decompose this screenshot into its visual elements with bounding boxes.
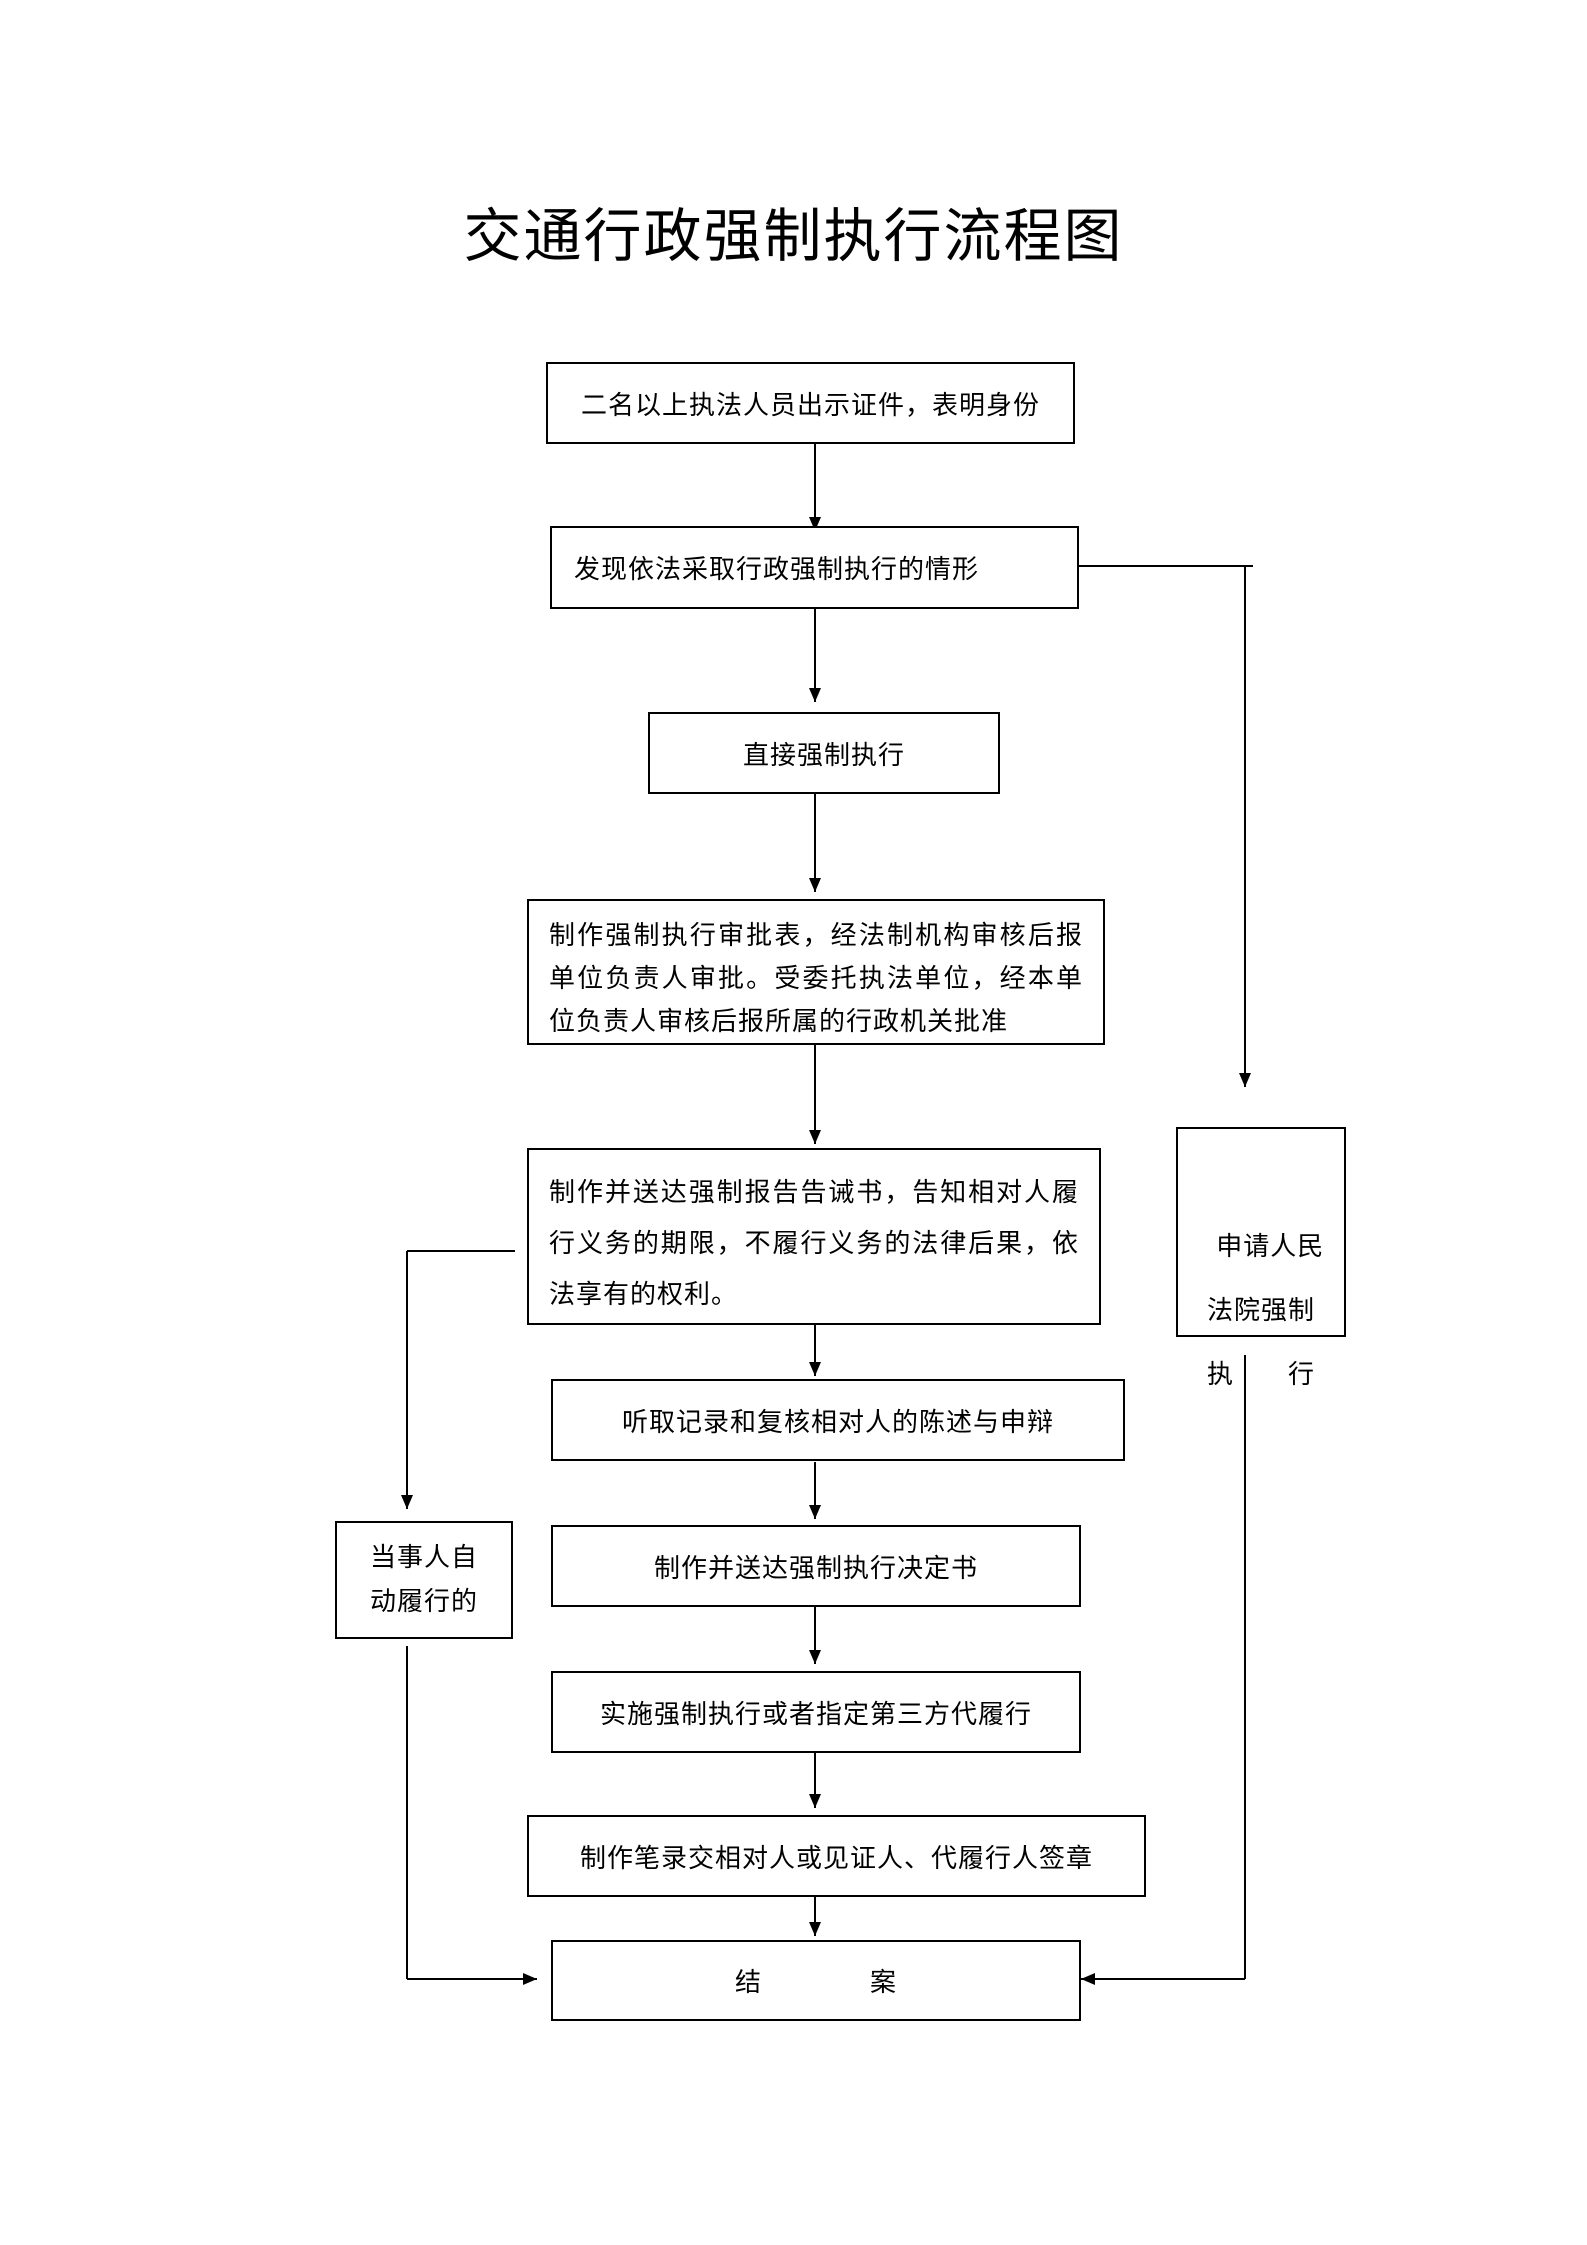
step-record: 制作笔录交相对人或见证人、代履行人签章 — [527, 1815, 1146, 1897]
step-show-id: 二名以上执法人员出示证件，表明身份 — [546, 362, 1075, 444]
step-direct-text: 直接强制执行 — [742, 740, 905, 771]
page-title: 交通行政强制执行流程图 — [463, 202, 1124, 270]
court-enforcement-text: 申请人民 法院强制 执 行 — [1206, 1232, 1325, 1390]
step-close-text: 结 案 — [734, 1968, 897, 1998]
step-decision-text: 制作并送达强制执行决定书 — [653, 1553, 978, 1584]
step-notice: 制作并送达强制报告告诫书，告知相对人履行义务的期限，不履行义务的法律后果，依法享… — [527, 1148, 1101, 1325]
step-approval-text: 制作强制执行审批表，经法制机构审核后报单位负责人审批。受委托执法单位，经本单位负… — [549, 921, 1083, 1037]
step-implement-text: 实施强制执行或者指定第三方代履行 — [599, 1699, 1032, 1730]
step-discover: 发现依法采取行政强制执行的情形 — [550, 526, 1079, 609]
step-decision: 制作并送达强制执行决定书 — [551, 1525, 1081, 1607]
step-hearing: 听取记录和复核相对人的陈述与申辩 — [551, 1379, 1125, 1461]
step-record-text: 制作笔录交相对人或见证人、代履行人签章 — [579, 1843, 1093, 1874]
step-discover-text: 发现依法采取行政强制执行的情形 — [574, 555, 980, 585]
step-notice-text: 制作并送达强制报告告诫书，告知相对人履行义务的期限，不履行义务的法律后果，依法享… — [549, 1178, 1079, 1310]
step-direct: 直接强制执行 — [648, 712, 1000, 794]
step-hearing-text: 听取记录和复核相对人的陈述与申辩 — [621, 1407, 1054, 1438]
step-approval: 制作强制执行审批表，经法制机构审核后报单位负责人审批。受委托执法单位，经本单位负… — [527, 899, 1105, 1045]
step-close: 结 案 — [551, 1940, 1081, 2021]
self-perform-box: 当事人自 动履行的 — [335, 1521, 513, 1639]
court-enforcement-box: 申请人民 法院强制 执 行 — [1176, 1127, 1346, 1390]
step-show-id-text: 二名以上执法人员出示证件，表明身份 — [580, 390, 1040, 421]
self-perform-text: 当事人自 动履行的 — [369, 1543, 478, 1617]
step-implement: 实施强制执行或者指定第三方代履行 — [551, 1671, 1081, 1753]
